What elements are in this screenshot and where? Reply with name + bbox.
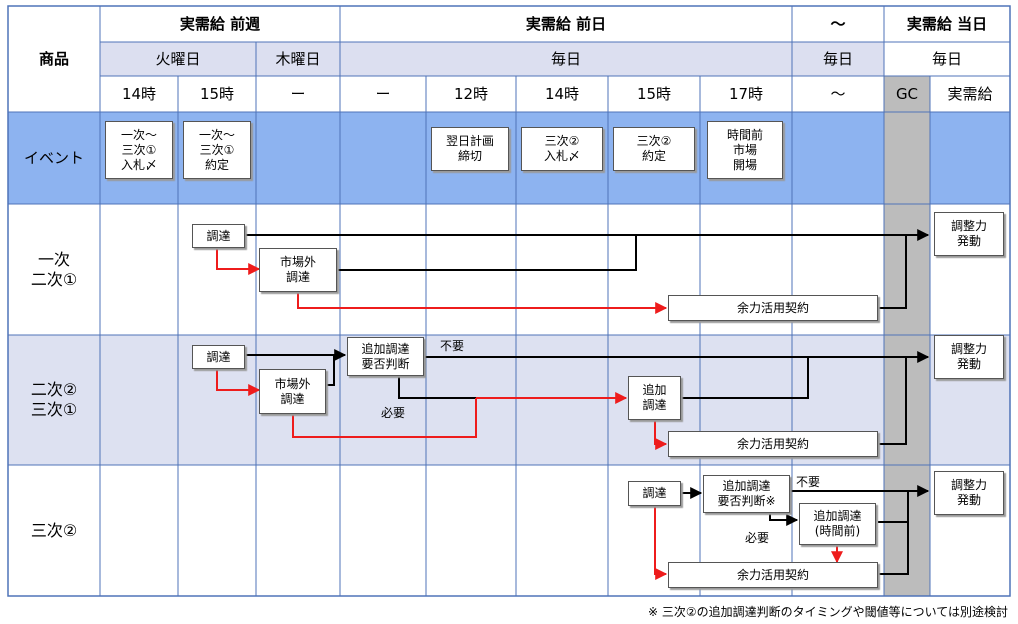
- event-box-intraday-open: 時間前 市場 開場: [707, 121, 783, 179]
- r1-procure-box: 調達: [192, 224, 245, 248]
- day-everyday-today: 毎日: [931, 49, 962, 68]
- row-label-primary: 一次 二次①: [30, 249, 78, 289]
- product-header: 商品: [38, 49, 69, 68]
- time-cell: 15時: [199, 84, 235, 103]
- r1-offmarket-box: 市場外 調達: [259, 248, 337, 292]
- time-cell: ー: [375, 84, 391, 103]
- r3-activate-box: 調整力 発動: [934, 471, 1004, 515]
- day-everyday-tilde: 毎日: [822, 49, 853, 68]
- r2-activate-box: 調整力 発動: [934, 335, 1004, 379]
- day-thursday: 木曜日: [275, 49, 321, 68]
- event-box-tertiary-contract: 三次② 約定: [613, 127, 695, 171]
- event-box-bid-close: 一次～ 三次① 入札〆: [105, 121, 173, 179]
- row-label-secondary: 二次② 三次①: [30, 380, 78, 419]
- event-box-tertiary-bid-close: 三次② 入札〆: [521, 127, 603, 171]
- r2-needed-label: 必要: [381, 406, 406, 420]
- r3-judge-box: 追加調達 要否判断※: [703, 475, 790, 513]
- group-prev-week: 実需給 前週: [179, 14, 261, 33]
- time-cell: ー: [290, 84, 306, 103]
- time-cell: ～: [830, 84, 846, 103]
- day-tuesday: 火曜日: [155, 49, 201, 68]
- time-cell: 14時: [121, 84, 157, 103]
- time-cell-gc: GC: [895, 84, 919, 103]
- event-box-plan-deadline: 翌日計画 締切: [431, 127, 509, 171]
- r3-additional-intraday-box: 追加調達 (時間前): [799, 503, 876, 545]
- day-everyday-prev: 毎日: [550, 49, 581, 68]
- time-cell: 12時: [453, 84, 489, 103]
- r2-offmarket-box: 市場外 調達: [259, 369, 326, 414]
- r2-not-needed-label: 不要: [440, 339, 465, 353]
- footnote: ※ 三次②の追加調達判断のタイミングや閾値等については別途検討: [647, 605, 1008, 619]
- r3-not-needed-label: 不要: [796, 475, 821, 489]
- row-label-event: イベント: [23, 148, 84, 167]
- day-header-fill: [100, 42, 884, 76]
- time-cell: 実需給: [947, 84, 993, 103]
- r3-surplus-contract-box: 余力活用契約: [668, 562, 878, 588]
- group-prev-day: 実需給 前日: [525, 14, 607, 33]
- row-label-tertiary: 三次②: [30, 520, 78, 540]
- time-cell: 15時: [636, 84, 672, 103]
- r1-activate-box: 調整力 発動: [934, 212, 1004, 256]
- time-cell: 14時: [544, 84, 580, 103]
- r2-judge-box: 追加調達 要否判断: [347, 337, 424, 376]
- r2-procure-box: 調達: [192, 345, 245, 369]
- r3-needed-label: 必要: [745, 531, 770, 545]
- r3-procure-box: 調達: [628, 481, 681, 506]
- group-tilde: ～: [830, 14, 846, 33]
- r1-surplus-contract-box: 余力活用契約: [668, 295, 878, 321]
- event-row-fill: [8, 112, 1010, 204]
- group-today: 実需給 当日: [906, 14, 988, 33]
- time-cell: 17時: [728, 84, 764, 103]
- r2-additional-box: 追加 調達: [628, 376, 681, 420]
- r2-surplus-contract-box: 余力活用契約: [668, 431, 878, 457]
- event-box-contract: 一次～ 三次① 約定: [183, 121, 251, 179]
